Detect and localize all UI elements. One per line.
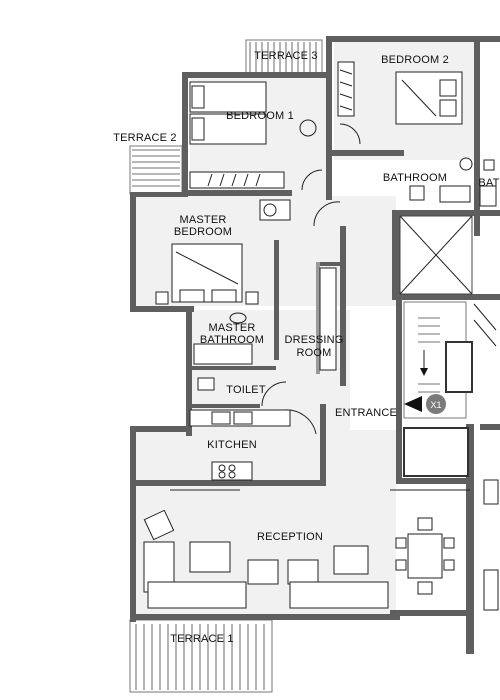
label-reception: RECEPTION [257, 531, 323, 543]
room-labels: TERRACE 3 BEDROOM 2 BEDROOM 1 TERRACE 2 … [113, 50, 500, 645]
bathroom-fixtures [409, 157, 497, 207]
entrance-arrow-icon [404, 396, 422, 412]
label-terrace-3: TERRACE 3 [254, 50, 318, 62]
lift-car [403, 427, 469, 477]
dressing-room-fixtures [319, 267, 337, 371]
label-bathroom: BATHROOM [383, 172, 447, 184]
walls [130, 36, 500, 654]
bedroom-2-furniture [337, 61, 463, 145]
terrace-1 [129, 619, 273, 693]
label-dressing-room-1: DRESSING [284, 334, 343, 346]
label-terrace-2: TERRACE 2 [113, 132, 177, 144]
entrance-marker-label: X1 [430, 400, 441, 410]
label-bedroom-1: BEDROOM 1 [226, 110, 294, 122]
label-master-bathroom-2: BATHROOM [200, 334, 264, 346]
bedroom-1-furniture [189, 81, 323, 191]
label-bathroom-partial: BATH [478, 177, 500, 189]
label-terrace-1: TERRACE 1 [170, 633, 234, 645]
label-bedroom-2: BEDROOM 2 [381, 54, 449, 66]
label-master-bedroom-2: BEDROOM [174, 226, 232, 238]
label-kitchen: KITCHEN [207, 439, 257, 451]
terrace-3 [245, 39, 323, 75]
label-master-bedroom-1: MASTER [179, 214, 226, 226]
label-entrance: ENTRANCE [335, 407, 397, 419]
label-master-bathroom-1: MASTER [208, 322, 255, 334]
label-dressing-room-2: ROOM [296, 347, 331, 359]
kitchen-fixtures [189, 409, 317, 481]
label-toilet: TOILET [226, 384, 266, 396]
neighbour-unit-edge [483, 479, 499, 611]
master-bathroom-fixtures [193, 312, 253, 365]
entrance-marker-circle [426, 394, 446, 414]
lift-shaft [399, 215, 473, 295]
entrance-marker: X1 [404, 394, 446, 414]
toilet-fixtures [197, 377, 287, 407]
reception-furniture [143, 489, 470, 609]
terrace-2 [129, 145, 183, 195]
master-bedroom-furniture [155, 199, 341, 305]
